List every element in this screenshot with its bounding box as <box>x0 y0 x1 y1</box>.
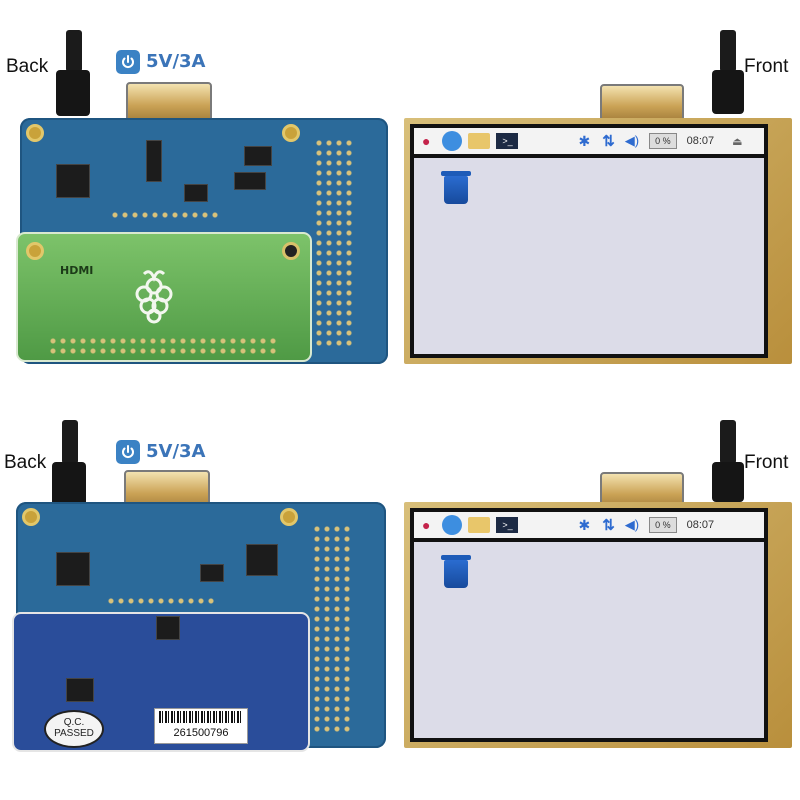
qc-line: PASSED <box>54 728 94 739</box>
pin-row <box>106 596 216 608</box>
ic-chip <box>244 146 272 166</box>
controller-chip <box>56 164 90 198</box>
mount-hole <box>282 124 300 142</box>
bluetooth-icon[interactable]: ✱ <box>578 132 591 149</box>
serial-number: 261500796 <box>173 727 229 739</box>
mount-hole <box>282 242 300 260</box>
hdmi-silkscreen: HDMI <box>60 264 94 277</box>
ic-chip <box>200 564 224 582</box>
mount-hole <box>26 242 44 260</box>
front-label: Front <box>744 56 789 77</box>
trash-icon[interactable] <box>441 555 471 588</box>
serial-barcode-sticker: 261500796 <box>154 708 248 744</box>
clock[interactable]: 08:07 <box>686 519 715 531</box>
ic-chip <box>66 678 94 702</box>
side-pin-array <box>314 138 354 348</box>
ic-chip <box>234 172 266 190</box>
network-arrows-icon[interactable]: ⇅ <box>602 517 615 534</box>
side-pin-array <box>312 524 352 734</box>
desktop-area <box>414 542 764 738</box>
controller-chip <box>56 552 90 586</box>
power-spec-label: 5V/3A <box>146 51 206 72</box>
globe-icon[interactable] <box>442 515 463 535</box>
desktop-taskbar: ● >_ ✱ ⇅ ◀) 0 % 08:07 <box>414 512 764 538</box>
barcode-bars <box>159 711 243 723</box>
usb-cable <box>66 30 82 72</box>
usb-plug <box>52 462 86 506</box>
terminal-icon[interactable]: >_ <box>496 517 519 533</box>
mount-hole <box>22 508 40 526</box>
hdmi-connector <box>600 84 684 122</box>
pi-zero-board-underside: Q.C. PASSED 261500796 <box>12 612 310 752</box>
back-label: Back <box>4 452 47 473</box>
globe-icon[interactable] <box>442 131 463 151</box>
gpio-header <box>48 336 280 354</box>
power-icon <box>116 440 140 464</box>
pi-zero-board: HDMI <box>16 232 312 362</box>
cpu-usage: 0 % <box>649 517 677 533</box>
ic-chip <box>156 616 180 640</box>
raspberry-icon[interactable]: ● <box>422 133 431 149</box>
usb-cable <box>720 420 736 464</box>
folder-icon[interactable] <box>468 517 491 533</box>
lcd-front-frame: ● >_ ✱ ⇅ ◀) 0 % 08:07 ⏏ <box>404 118 792 364</box>
lcd-front-frame: ● >_ ✱ ⇅ ◀) 0 % 08:07 <box>404 502 792 748</box>
usb-plug <box>56 70 90 116</box>
lcd-screen: ● >_ ✱ ⇅ ◀) 0 % 08:07 ⏏ <box>410 124 768 358</box>
usb-plug <box>712 462 744 502</box>
power-spec-label: 5V/3A <box>146 441 206 462</box>
network-arrows-icon[interactable]: ⇅ <box>602 133 615 150</box>
usb-plug <box>712 70 744 114</box>
mount-hole <box>26 124 44 142</box>
desktop-taskbar: ● >_ ✱ ⇅ ◀) 0 % 08:07 ⏏ <box>414 128 764 154</box>
volume-icon[interactable]: ◀) <box>624 133 640 148</box>
ic-chip <box>184 184 208 202</box>
eject-icon[interactable]: ⏏ <box>732 135 743 148</box>
ic-chip <box>146 140 162 182</box>
raspberry-logo-icon <box>135 270 173 324</box>
volume-icon[interactable]: ◀) <box>624 517 640 532</box>
cpu-usage: 0 % <box>649 133 677 149</box>
desktop-area <box>414 158 764 354</box>
hdmi-connector <box>126 82 212 122</box>
front-label: Front <box>744 452 789 473</box>
usb-cable <box>62 420 78 464</box>
raspberry-icon[interactable]: ● <box>422 517 431 533</box>
clock[interactable]: 08:07 <box>686 135 715 147</box>
back-label: Back <box>6 56 49 77</box>
lcd-screen: ● >_ ✱ ⇅ ◀) 0 % 08:07 <box>410 508 768 742</box>
usb-cable <box>720 30 736 72</box>
pin-row <box>110 210 220 222</box>
trash-icon[interactable] <box>441 171 471 204</box>
ic-chip <box>246 544 278 576</box>
terminal-icon[interactable]: >_ <box>496 133 519 149</box>
folder-icon[interactable] <box>468 133 491 149</box>
qc-passed-sticker: Q.C. PASSED <box>44 710 104 748</box>
qc-line: Q.C. <box>63 717 85 728</box>
bluetooth-icon[interactable]: ✱ <box>578 516 591 533</box>
mount-hole <box>280 508 298 526</box>
power-icon <box>116 50 140 74</box>
